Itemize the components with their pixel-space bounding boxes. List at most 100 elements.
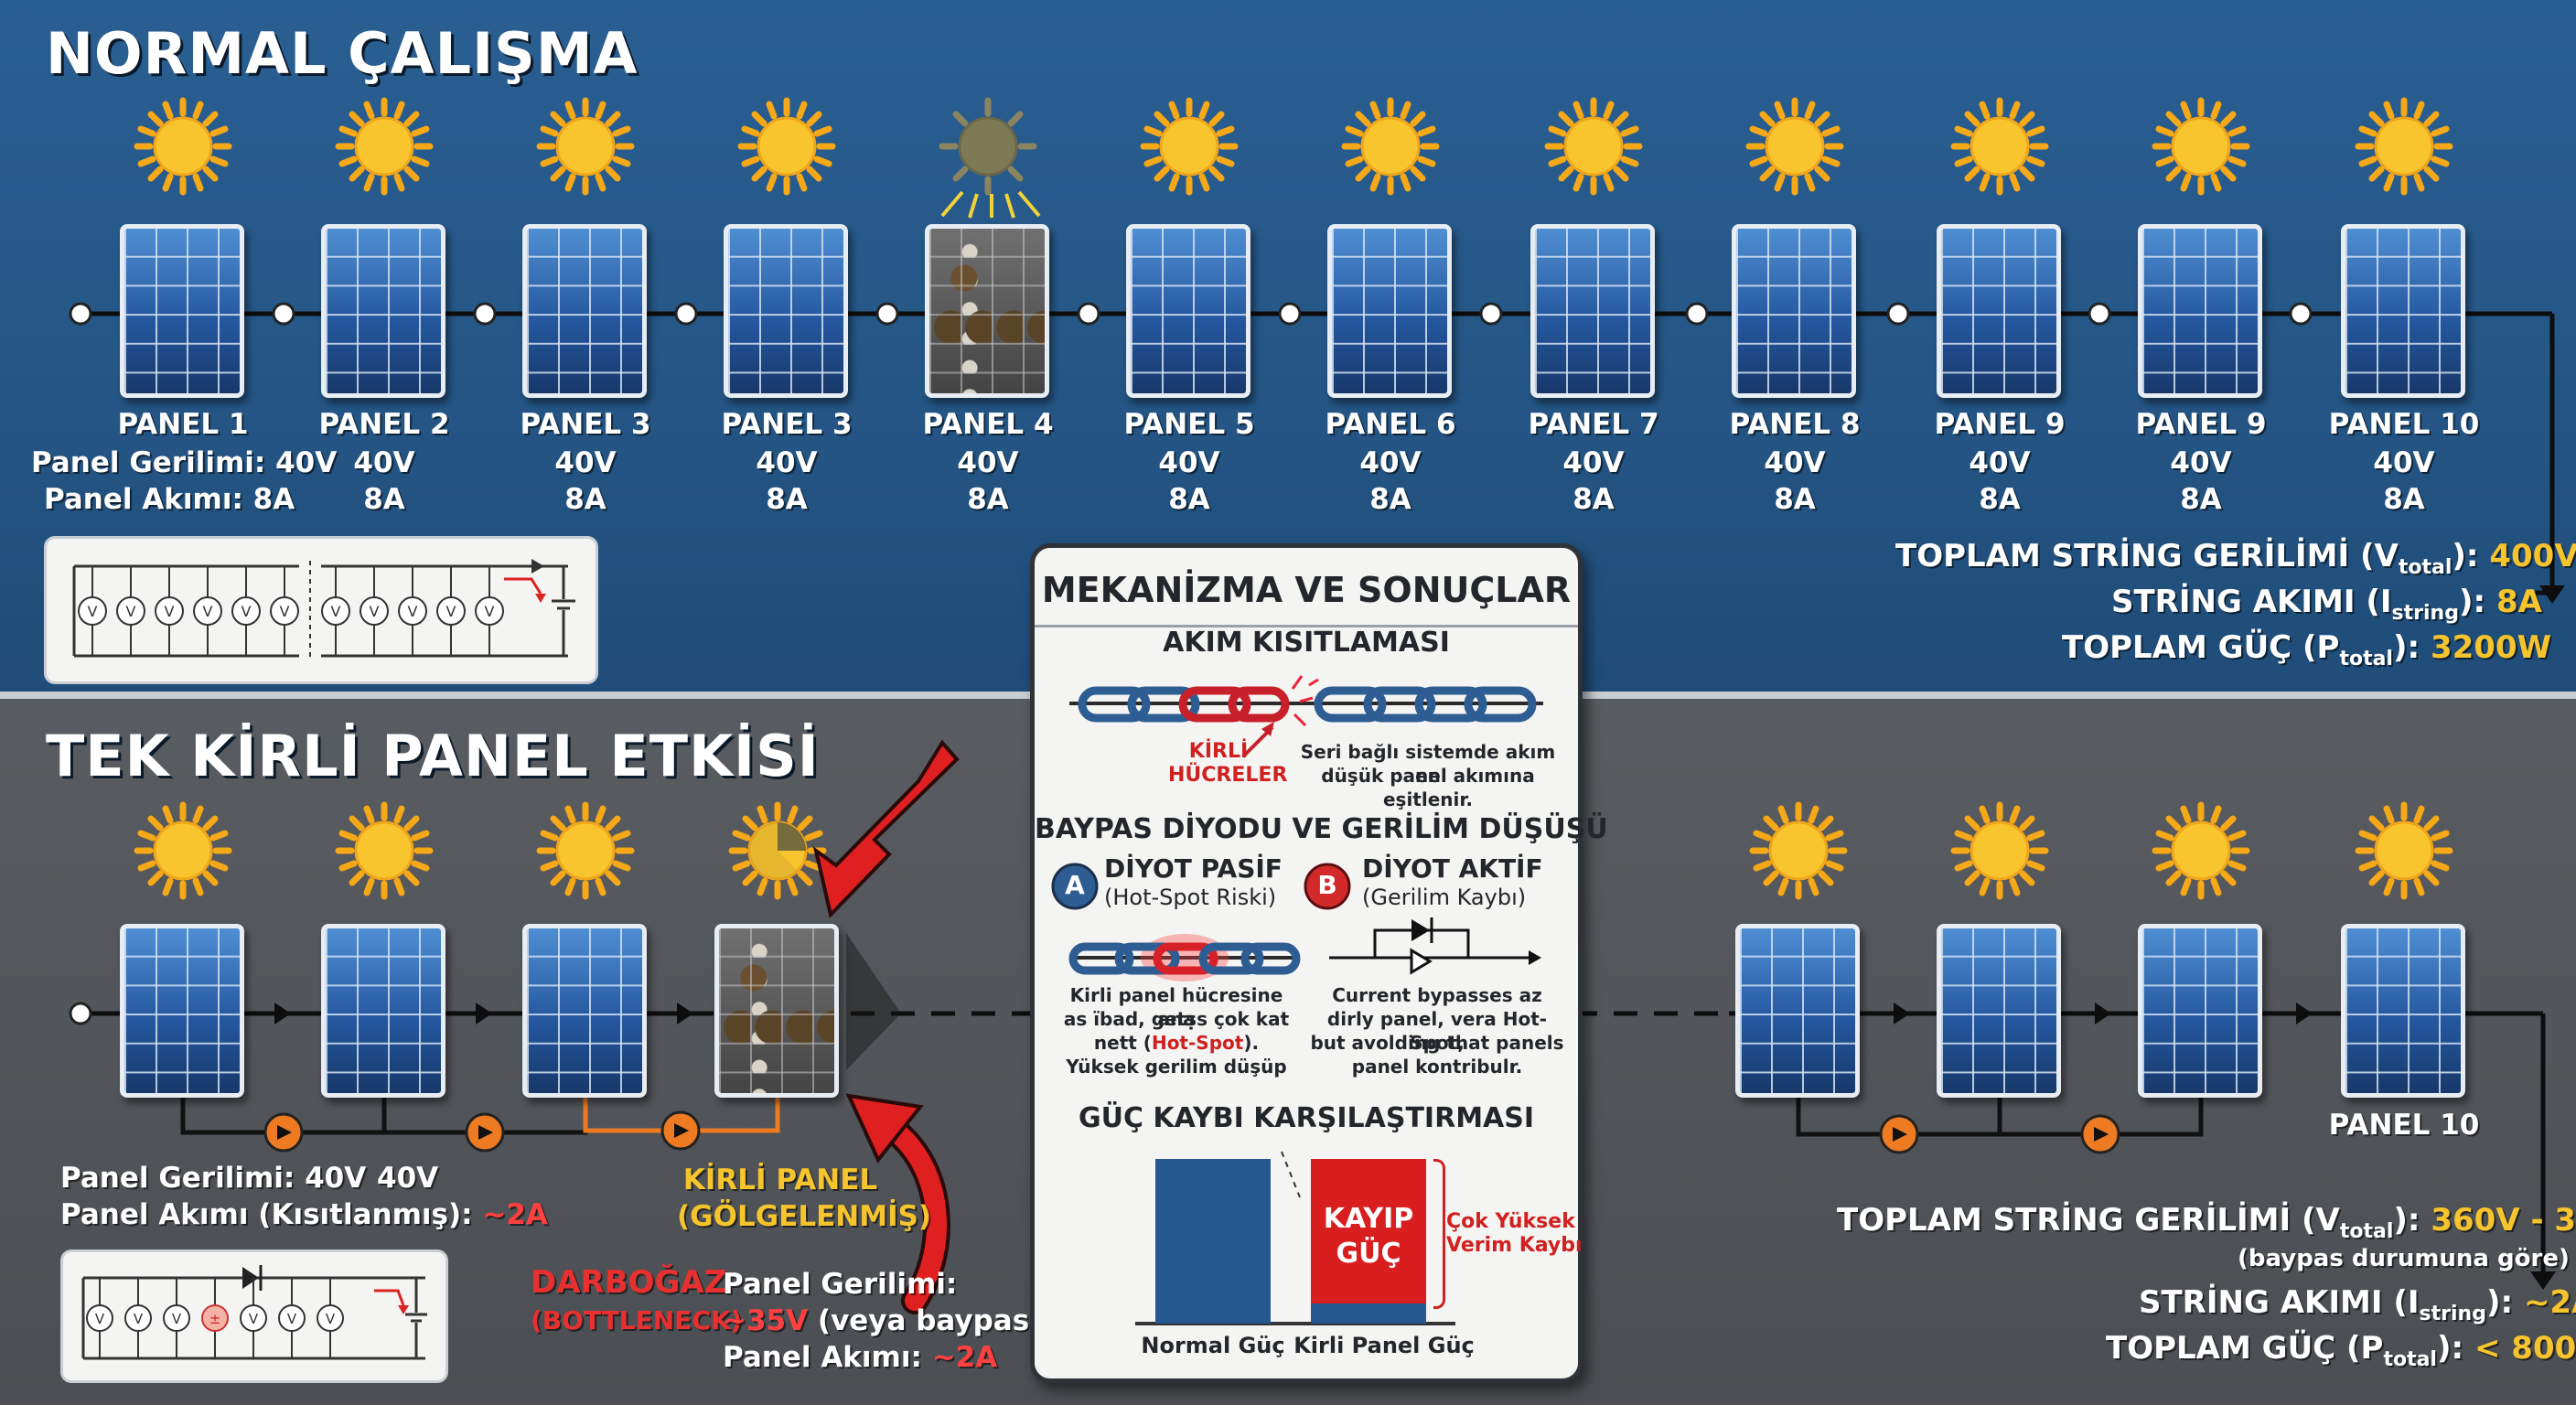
total-power-row: TOPLAM GÜÇ (Ptotal): < 800W [2106, 1330, 2576, 1371]
bottleneck-voltage-label: Panel Gerilimi: [723, 1268, 958, 1301]
panel-voltage: 40V [554, 446, 617, 479]
badge-b: B [1317, 870, 1337, 900]
badge-a: A [1065, 870, 1085, 900]
svg-text:V: V [331, 603, 341, 620]
svg-text:V: V [446, 603, 456, 620]
panel-label: PANEL 8 [1729, 408, 1861, 441]
total-voltage-row: TOPLAM STRİNG GERİLİMİ (Vtotal): 400V [1895, 538, 2576, 579]
bottleneck-label: DARBOĞAZ [531, 1264, 727, 1301]
panel-voltage-2: 40V [377, 1162, 439, 1195]
solar-panel-icon [120, 924, 244, 1098]
svg-text:V: V [249, 1311, 259, 1327]
svg-text:V: V [287, 1311, 297, 1327]
svg-text:V: V [172, 1311, 182, 1327]
passive-text-3: nett (Hot-Spot). [1093, 1032, 1260, 1054]
lost-power-bar [1311, 1159, 1426, 1303]
panel-current: 8A [363, 483, 405, 516]
panel-current: 8A [2180, 483, 2222, 516]
mechanism-card: MEKANİZMA VE SONUÇLAR AKIM KISITLAMASI [1030, 543, 1608, 1383]
current-limit-text-2: düşük panel akımına eşitlenir. [1321, 765, 1535, 810]
string-current-row: STRİNG AKIMI (Istring): 8A [2111, 584, 2542, 625]
restricted-current-label: Panel Akımı (Kısıtlanmış): ~2A [60, 1198, 548, 1231]
active-text-2: dirly panel, vera Hot-Spot, [1326, 1008, 1548, 1054]
chain-icon [1051, 675, 1543, 1325]
solar-panel-icon [724, 224, 848, 398]
panel-10-label: PANEL 10 [2328, 1109, 2480, 1142]
active-text-3: but avolding that panels [1310, 1032, 1564, 1054]
panel-label: PANEL 9 [1934, 408, 2066, 441]
panel-voltage-label: Panel Gerilimi: 40V [31, 446, 338, 479]
panel-label: PANEL 7 [1528, 408, 1659, 441]
dirty-cells-label-1: KİRLİ [1188, 740, 1249, 763]
svg-text:V: V [95, 1311, 105, 1327]
diode-active-sub: (Gerilim Kaybı) [1362, 885, 1527, 910]
panel-voltage: 40V [1359, 446, 1422, 479]
bottleneck-current: Panel Akımı: ~2A [723, 1341, 998, 1374]
solar-panel-icon [2138, 224, 2262, 398]
panel-current: 8A [1774, 483, 1816, 516]
panel-voltage: 40V [1158, 446, 1220, 479]
panel-label: PANEL 9 [2135, 408, 2267, 441]
total-voltage-row: TOPLAM STRİNG GERİLİMİ (Vtotal): 360V - … [1837, 1202, 2576, 1243]
passive-text-4: Yüksek gerilim düşüp [1066, 1056, 1287, 1078]
diode-passive-sub: (Hot-Spot Riski) [1104, 885, 1277, 910]
diode-active-title: DİYOT AKTİF [1362, 853, 1543, 884]
normal-power-label: Normal Güç [1141, 1333, 1285, 1358]
panel-label: PANEL 6 [1325, 408, 1456, 441]
panel-current: 8A [1979, 483, 2021, 516]
solar-panel-icon [1530, 224, 1655, 398]
solar-panel-icon [1937, 224, 2061, 398]
svg-text:V: V [485, 603, 495, 620]
svg-text:V: V [126, 603, 136, 620]
voltage-note: (baypas durumuna göre) [2238, 1245, 2570, 1272]
svg-text:V: V [326, 1311, 336, 1327]
solar-panel-icon [1126, 224, 1250, 398]
loss-label-1: KAYIP [1323, 1203, 1414, 1235]
active-text-1: Current bypasses az [1332, 984, 1542, 1006]
total-power-row: TOPLAM GÜÇ (Ptotal): 3200W [2062, 629, 2552, 670]
solar-panel-icon [2138, 924, 2262, 1098]
panel-current: 8A [1168, 483, 1210, 516]
string-current-row: STRİNG AKIMI (Istring): ~2A [2139, 1284, 2576, 1325]
diode-passive-title: DİYOT PASİF [1104, 853, 1283, 884]
panel-current-label: Panel Akımı: 8A [44, 483, 295, 516]
dirty-solar-panel-icon [925, 224, 1049, 398]
svg-text:V: V [203, 603, 213, 620]
current-limit-title: AKIM KISITLAMASI [1163, 627, 1450, 659]
panel-voltage: 40V [1764, 446, 1826, 479]
panel-voltage: 40V [2170, 446, 2232, 479]
solar-panel-icon [1327, 224, 1452, 398]
current-limit-text-1: Seri bağlı sistemde akım en [1300, 741, 1556, 787]
passive-text-2: as ïbad, getṣs çok kat [1063, 1008, 1290, 1030]
card-title-rule [1035, 625, 1578, 627]
active-text-4: panel kontribulr. [1351, 1056, 1523, 1078]
solar-panel-icon [120, 224, 244, 398]
card-title: MEKANİZMA VE SONUÇLAR [1041, 570, 1572, 610]
svg-text:V: V [165, 603, 175, 620]
panel-label: PANEL 2 [318, 408, 450, 441]
loss-note-1: Çok Yüksek [1446, 1210, 1575, 1233]
panel-voltage: 40V [957, 446, 1019, 479]
loss-bracket [1433, 1159, 1445, 1309]
normal-power-bar [1155, 1159, 1271, 1324]
bottleneck-voltage: ~35V (veya baypas) [723, 1304, 1043, 1337]
panel-voltage-label: Panel Gerilimi: 40V [60, 1162, 367, 1195]
loss-note-2: Verim Kaybı [1446, 1234, 1583, 1257]
panel-current: 8A [766, 483, 808, 516]
panel-label: PANEL 3 [520, 408, 651, 441]
panel-label: PANEL 5 [1123, 408, 1255, 441]
passive-text-1: Kirli panel hücresine ana [1069, 984, 1283, 1030]
panel-label: PANEL 4 [922, 408, 1054, 441]
panel-label: PANEL 1 [117, 408, 249, 441]
solar-panel-icon [1732, 224, 1856, 398]
dirty-power-bar [1311, 1303, 1426, 1324]
panel-label: PANEL 10 [2328, 408, 2480, 441]
solar-panel-icon [321, 924, 445, 1098]
panel-current: 8A [967, 483, 1009, 516]
panel-voltage: 40V [1562, 446, 1625, 479]
panel-current: 8A [2383, 483, 2425, 516]
